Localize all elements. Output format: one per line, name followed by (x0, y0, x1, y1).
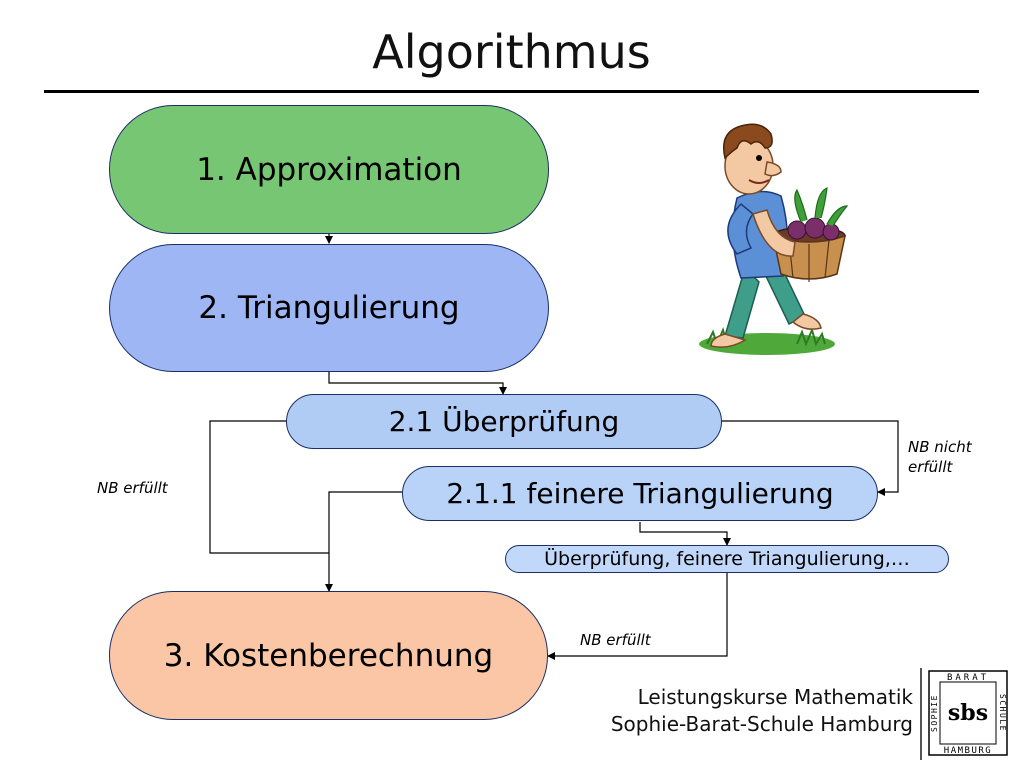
step-feinere-triangulierung-label: 2.1.1 feinere Triangulierung (446, 477, 834, 510)
footer-line-course: Leistungskurse Mathematik (637, 685, 913, 709)
school-logo-bottom: HAMBURG (944, 746, 992, 756)
step-feinere-triangulierung: 2.1.1 feinere Triangulierung (402, 466, 878, 521)
school-logo: BARAT HAMBURG SOPHIE SCHULE sbs (928, 670, 1008, 756)
step-approximation-label: 1. Approximation (196, 151, 462, 188)
arrow-triang-to-check (328, 372, 507, 395)
step-kostenberechnung-label: 3. Kostenberechnung (163, 637, 494, 674)
arrow-check-to-finer (722, 420, 899, 496)
school-logo-top: BARAT (947, 673, 989, 683)
arrow-check-to-costs (209, 420, 329, 554)
footer-divider (920, 668, 922, 760)
step-kostenberechnung: 3. Kostenberechnung (109, 591, 548, 720)
arrow-finer-to-costs (325, 491, 402, 592)
arrow-finer-to-repeat (639, 522, 731, 546)
edge-label-nb-erfuellt-bottom: NB erfüllt (580, 631, 651, 649)
step-approximation: 1. Approximation (109, 105, 549, 234)
arrow-repeat-to-costs (547, 571, 728, 660)
footer-credit: Leistungskurse Mathematik Sophie-Barat-S… (611, 684, 913, 738)
footer-line-school: Sophie-Barat-Schule Hamburg (610, 712, 913, 736)
step-ueberpruefung: 2.1 Überprüfung (286, 394, 722, 449)
school-logo-emblem: sbs (948, 700, 988, 726)
step-repeat-label: Überprüfung, feinere Triangulierung,… (544, 548, 910, 570)
edge-label-nb-erfuellt-left: NB erfüllt (97, 479, 168, 497)
school-logo-right: SCHULE (998, 694, 1007, 732)
step-triangulierung-label: 2. Triangulierung (198, 290, 460, 326)
edge-label-nb-nicht-erfuellt: NB nicht erfüllt (908, 438, 972, 476)
school-logo-left: SOPHIE (930, 694, 939, 732)
gardener-clipart (699, 123, 849, 355)
step-repeat: Überprüfung, feinere Triangulierung,… (505, 545, 949, 573)
title-divider (44, 90, 979, 93)
step-triangulierung: 2. Triangulierung (109, 244, 549, 372)
step-ueberpruefung-label: 2.1 Überprüfung (388, 405, 620, 438)
page-title: Algorithmus (372, 25, 651, 79)
